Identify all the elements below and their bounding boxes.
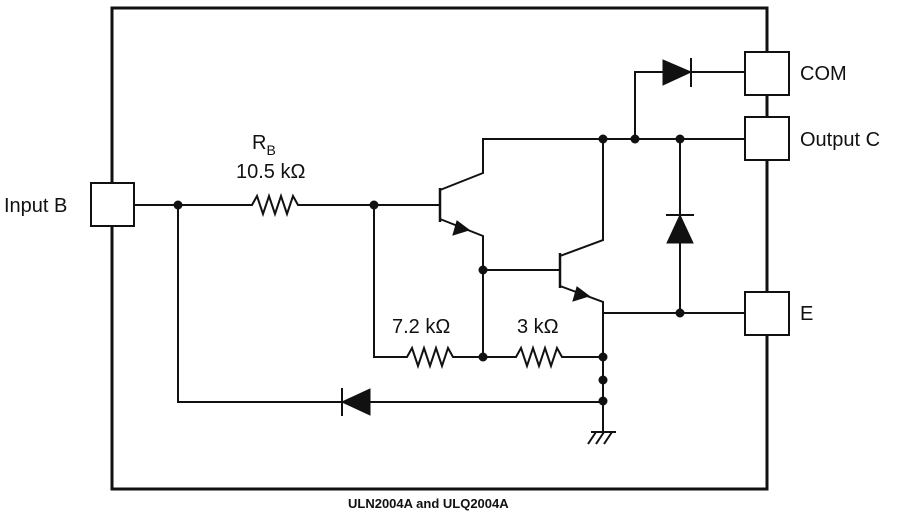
diode-icon-clamp	[666, 213, 694, 244]
resistor-rb	[246, 192, 304, 218]
output-c-label: Output C	[800, 129, 880, 151]
input-clamp-wire-left	[177, 205, 342, 403]
com-label: COM	[800, 63, 847, 85]
junction-gnd-2	[598, 375, 608, 385]
e-pin	[744, 291, 790, 336]
com-wire	[634, 71, 663, 139]
resistor-3k	[483, 344, 603, 370]
diode-icon-com	[662, 58, 693, 87]
com-pin	[744, 51, 790, 96]
emitter-arrow-q1	[452, 220, 471, 236]
junction-clamp-bottom	[675, 308, 685, 318]
r3-value-label: 3 kΩ	[517, 316, 559, 338]
npn-transistor-q1	[438, 138, 603, 270]
input-b-label: Input B	[4, 195, 67, 217]
diode-icon-input	[340, 388, 371, 416]
r2-left-wire	[373, 205, 401, 358]
junction-collector	[598, 134, 608, 144]
input-b-pin	[90, 182, 135, 227]
rb-value-label: 10.5 kΩ	[236, 161, 305, 183]
emitter-arrow-q2	[572, 286, 591, 302]
package-outline	[110, 6, 769, 491]
npn-transistor-q2	[558, 139, 604, 401]
ground-icon	[587, 431, 616, 445]
junction-gnd-1	[598, 352, 608, 362]
diagram-caption: ULN2004A and ULQ2004A	[348, 496, 509, 511]
output-c-pin	[744, 116, 790, 161]
resistor-7k2	[401, 344, 483, 370]
e-label: E	[800, 303, 813, 325]
rb-name-label: RB	[252, 132, 276, 158]
r2-value-label: 7.2 kΩ	[392, 316, 450, 338]
